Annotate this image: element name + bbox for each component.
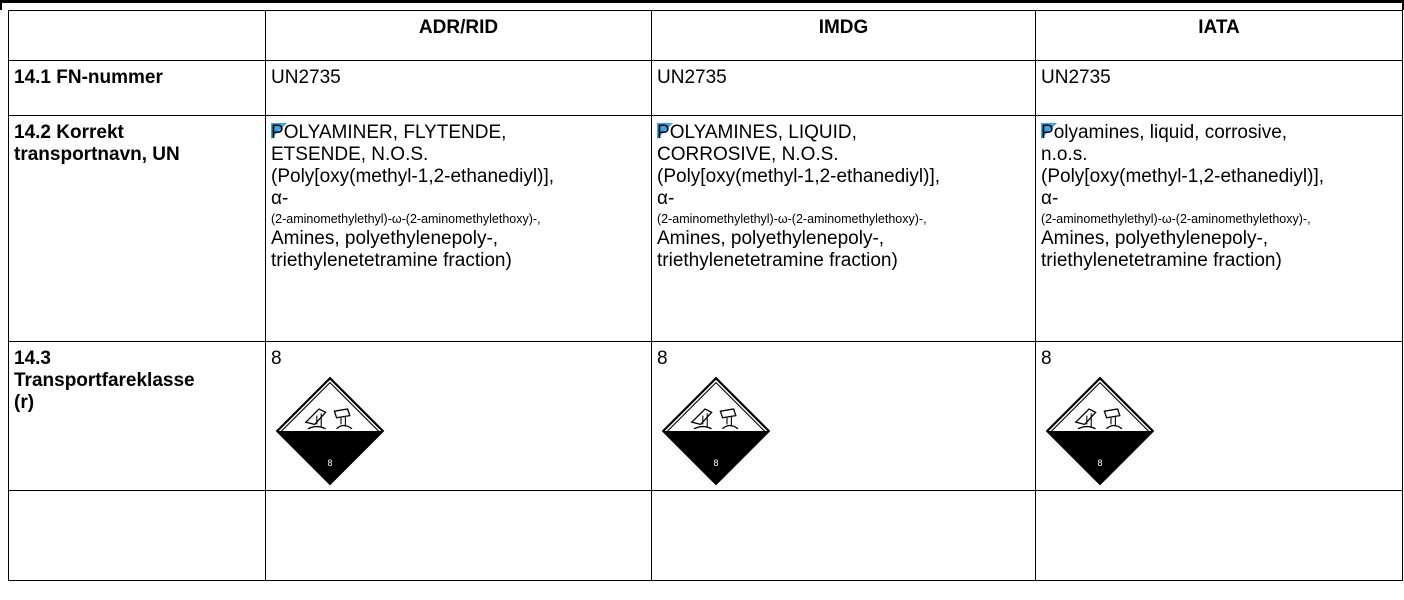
- shipping-name-iata: Polyamines, liquid, corrosive, n.o.s. (P…: [1035, 115, 1403, 342]
- header-adr-rid: ADR/RID: [265, 10, 652, 61]
- row-hazard-class: 14.3 Transportfareklasse (r) 8: [8, 341, 1403, 491]
- shipping-name-line1: olyamines, liquid, corrosive,: [1053, 122, 1288, 143]
- shipping-name-small: (2-aminomethylethyl)-ω-(2-aminomethyleth…: [271, 212, 541, 226]
- label-shipping-name-line2: transportnavn, UN: [14, 144, 180, 165]
- hazard-class-value: 8: [1041, 348, 1052, 369]
- hazard-class-adr: 8 8: [265, 341, 652, 491]
- pictogram-number: 8: [714, 458, 719, 468]
- row-shipping-name: 14.2 Korrekt transportnavn, UN POLYAMINE…: [8, 115, 1403, 342]
- shipping-name-line4: α-: [657, 188, 675, 209]
- hazard-class-iata: 8 8: [1035, 341, 1403, 491]
- header-row: ADR/RID IMDG IATA: [8, 10, 1403, 61]
- flag-char: P: [1041, 122, 1054, 143]
- flag-char: P: [657, 122, 670, 143]
- shipping-name-line5: Amines, polyethylenepoly-,: [657, 228, 885, 249]
- shipping-name-small: (2-aminomethylethyl)-ω-(2-aminomethyleth…: [657, 212, 927, 226]
- shipping-name-line2: CORROSIVE, N.O.S.: [657, 144, 839, 165]
- hazard-class-value: 8: [271, 348, 282, 369]
- shipping-name-line6: triethylenetetramine fraction): [657, 250, 898, 271]
- label-un-number: 14.1 FN-nummer: [8, 60, 266, 116]
- hazard-class-imdg: 8 8: [651, 341, 1036, 491]
- label-hazard-class-line1: 14.3: [14, 348, 51, 369]
- shipping-name-line6: triethylenetetramine fraction): [271, 250, 512, 271]
- corrosive-hazard-icon: 8: [661, 376, 771, 486]
- empty-cell: [265, 490, 652, 581]
- shipping-name-line4: α-: [271, 188, 289, 209]
- empty-cell: [651, 490, 1036, 581]
- shipping-name-line6: triethylenetetramine fraction): [1041, 250, 1282, 271]
- pictogram-number: 8: [1098, 458, 1103, 468]
- flag-marker: P: [1041, 122, 1057, 144]
- row-un-number: 14.1 FN-nummer UN2735 UN2735 UN2735: [8, 60, 1403, 116]
- shipping-name-line2: n.o.s.: [1041, 144, 1088, 165]
- shipping-name-line4: α-: [1041, 188, 1059, 209]
- header-iata: IATA: [1035, 10, 1403, 61]
- label-hazard-class-line2: Transportfareklasse: [14, 370, 195, 391]
- shipping-name-line3: (Poly[oxy(methyl-1,2-ethanediyl)],: [1041, 166, 1324, 187]
- label-shipping-name-line1: 14.2 Korrekt: [14, 122, 124, 143]
- header-imdg: IMDG: [651, 10, 1036, 61]
- shipping-name-line3: (Poly[oxy(methyl-1,2-ethanediyl)],: [271, 166, 554, 187]
- un-number-imdg: UN2735: [651, 60, 1036, 116]
- empty-cell: [8, 490, 266, 581]
- label-hazard-class-line3: (r): [14, 392, 35, 413]
- shipping-name-line3: (Poly[oxy(methyl-1,2-ethanediyl)],: [657, 166, 940, 187]
- un-number-iata: UN2735: [1035, 60, 1403, 116]
- flag-icon: [1041, 123, 1057, 139]
- flag-marker: P: [271, 122, 287, 144]
- flag-icon: [657, 123, 673, 139]
- shipping-name-line5: Amines, polyethylenepoly-,: [271, 228, 499, 249]
- transport-info-table: ADR/RID IMDG IATA 14.1 FN-nummer UN2735 …: [8, 10, 1403, 581]
- hazard-class-value: 8: [657, 348, 668, 369]
- corrosive-hazard-icon: 8: [275, 376, 385, 486]
- shipping-name-small: (2-aminomethylethyl)-ω-(2-aminomethyleth…: [1041, 212, 1311, 226]
- label-shipping-name: 14.2 Korrekt transportnavn, UN: [8, 115, 266, 342]
- flag-char: P: [271, 122, 284, 143]
- shipping-name-line5: Amines, polyethylenepoly-,: [1041, 228, 1269, 249]
- shipping-name-imdg: POLYAMINES, LIQUID, CORROSIVE, N.O.S. (P…: [651, 115, 1036, 342]
- flag-marker: P: [657, 122, 673, 144]
- un-number-adr: UN2735: [265, 60, 652, 116]
- label-hazard-class: 14.3 Transportfareklasse (r): [8, 341, 266, 491]
- shipping-name-adr: POLYAMINER, FLYTENDE, ETSENDE, N.O.S. (P…: [265, 115, 652, 342]
- flag-icon: [271, 123, 287, 139]
- shipping-name-line2: ETSENDE, N.O.S.: [271, 144, 429, 165]
- corrosive-hazard-icon: 8: [1045, 376, 1155, 486]
- shipping-name-line1: OLYAMINES, LIQUID,: [669, 122, 857, 143]
- top-rule-right-tick: [1402, 0, 1404, 10]
- shipping-name-line1: OLYAMINER, FLYTENDE,: [283, 122, 507, 143]
- empty-cell: [1035, 490, 1403, 581]
- top-rule: [0, 0, 1404, 3]
- top-rule-left-tick: [0, 0, 2, 10]
- pictogram-number: 8: [328, 458, 333, 468]
- header-empty: [8, 10, 266, 61]
- row-empty: [8, 490, 1403, 581]
